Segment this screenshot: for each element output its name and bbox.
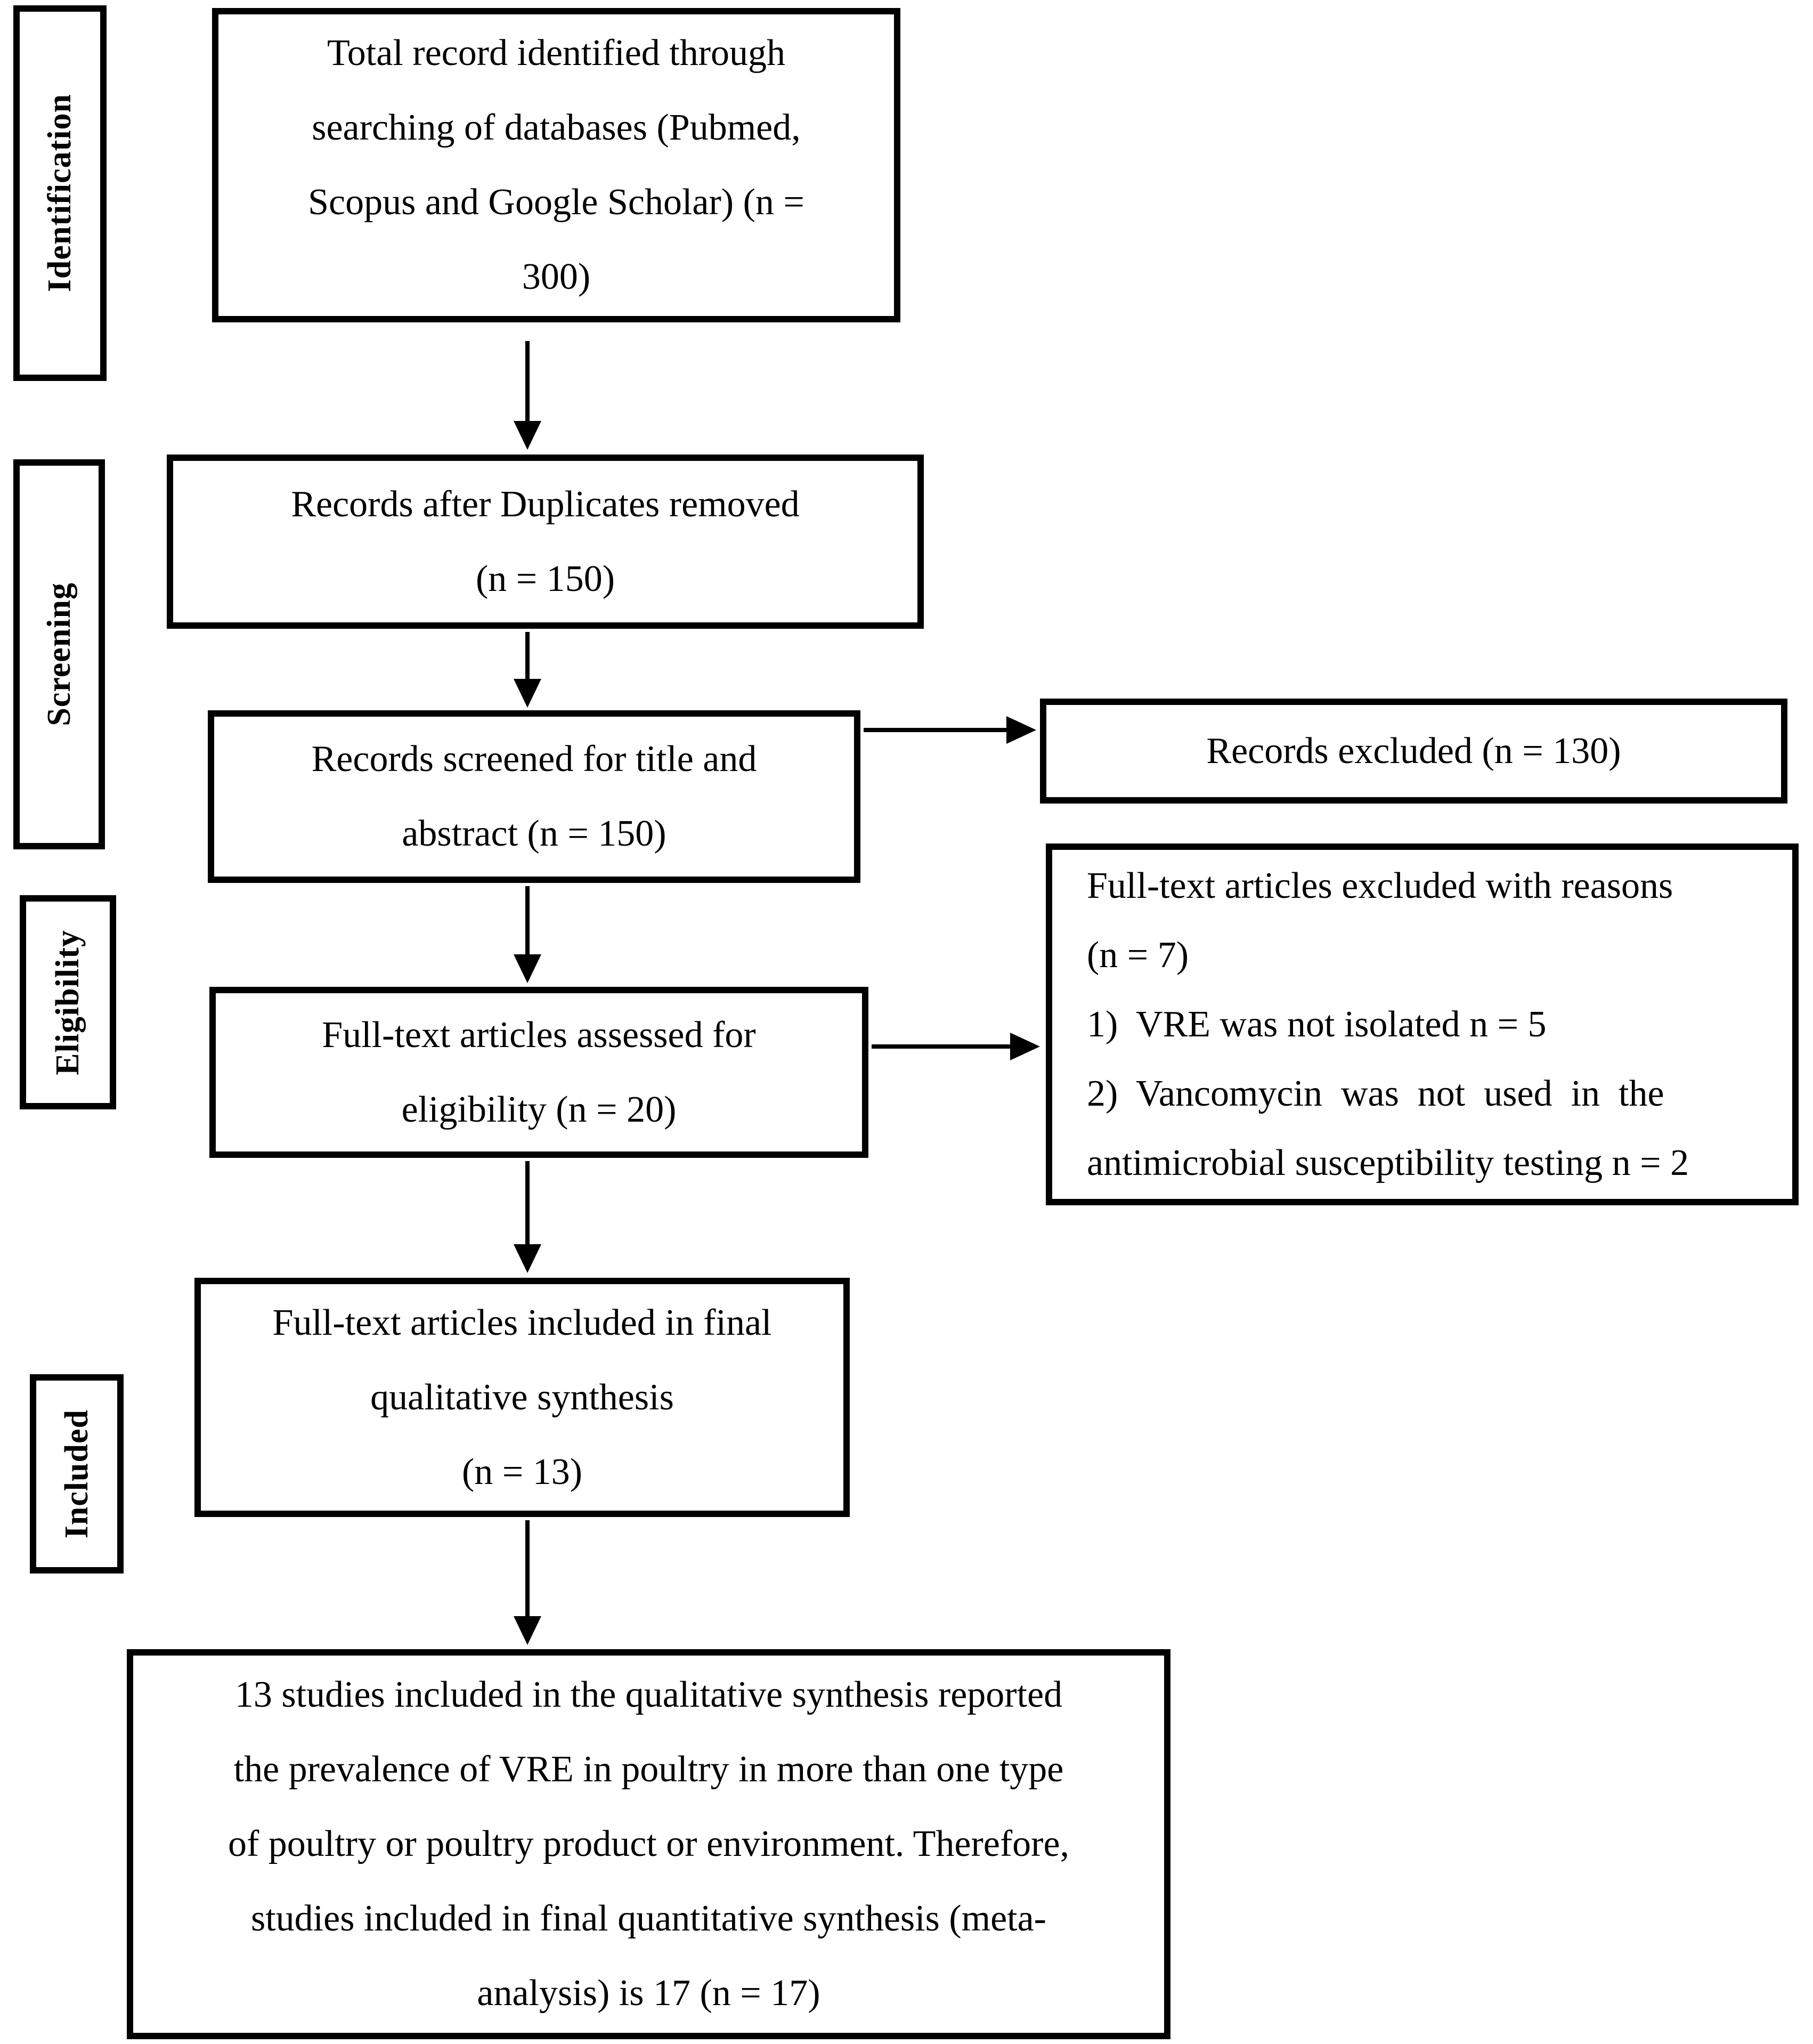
box-text-records-screened: Records screened for title and abstract … <box>311 739 757 854</box>
box-text-after-duplicates: Records after Duplicates removed (n = 15… <box>291 483 800 599</box>
flow-box-records-screened: Records screened for title and abstract … <box>208 710 860 883</box>
stage-box-identification: Identification <box>13 5 107 381</box>
box-text-records-excluded: Records excluded (n = 130) <box>1206 730 1621 772</box>
flow-box-fulltext-excluded: Full-text articles excluded with reasons… <box>1046 843 1799 1205</box>
flow-box-after-duplicates: Records after Duplicates removed (n = 15… <box>167 455 924 629</box>
flow-box-records-identified: Total record identified through searchin… <box>212 8 900 322</box>
arrowhead-right-icon <box>1006 716 1036 744</box>
stage-box-screening: Screening <box>13 459 105 849</box>
stage-label-screening: Screening <box>40 582 77 726</box>
box-text-qualitative-included: Full-text articles included in final qua… <box>272 1302 772 1493</box>
arrow-line <box>525 632 530 681</box>
arrowhead-down-icon <box>514 1244 541 1273</box>
flow-box-records-excluded: Records excluded (n = 130) <box>1040 699 1787 804</box>
arrowhead-down-icon <box>514 1616 541 1645</box>
arrowhead-down-icon <box>514 954 541 983</box>
flow-box-qualitative-included: Full-text articles included in final qua… <box>194 1278 850 1517</box>
box-text-records-identified: Total record identified through searchin… <box>308 33 804 297</box>
stage-box-included: Included <box>30 1374 124 1573</box>
arrowhead-down-icon <box>514 679 541 708</box>
arrow-line <box>864 728 1007 732</box>
stage-label-included: Included <box>58 1409 95 1539</box>
flow-box-fulltext-assessed: Full-text articles assessed for eligibil… <box>209 987 868 1158</box>
box-text-final-note: 13 studies included in the qualitative s… <box>227 1674 1070 2014</box>
arrowhead-down-icon <box>514 421 541 450</box>
arrow-line <box>525 1520 530 1617</box>
arrow-line <box>525 1161 530 1245</box>
arrow-line <box>872 1044 1011 1049</box>
arrow-line <box>525 341 530 422</box>
arrow-line <box>525 886 530 955</box>
stage-box-eligibility: Eligibility <box>20 895 116 1109</box>
arrowhead-right-icon <box>1010 1033 1040 1060</box>
box-text-fulltext-excluded: Full-text articles excluded with reasons… <box>1087 865 1689 1183</box>
stage-label-eligibility: Eligibility <box>50 929 86 1075</box>
box-text-fulltext-assessed: Full-text articles assessed for eligibil… <box>322 1014 756 1130</box>
flow-box-final-note: 13 studies included in the qualitative s… <box>127 1649 1170 2039</box>
stage-label-identification: Identification <box>42 94 78 293</box>
